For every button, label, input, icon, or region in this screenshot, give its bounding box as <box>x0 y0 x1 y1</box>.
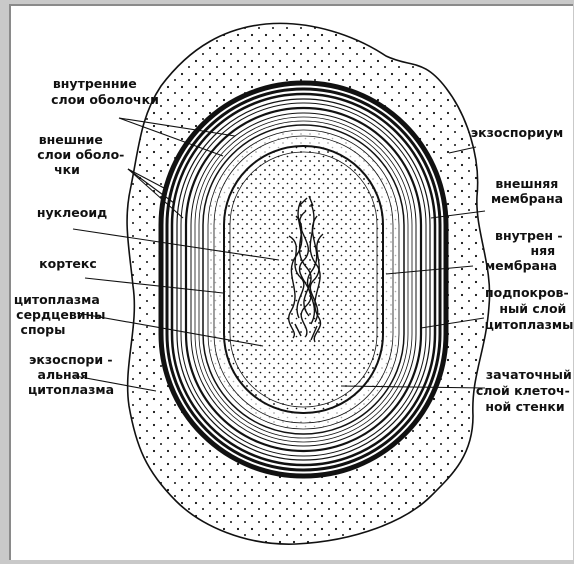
label-inner-coat-line1: внутренние <box>53 76 137 91</box>
label-germ-cell-wall-line2: слой клеточ- <box>476 383 570 398</box>
label-nucleoid: нуклеоид <box>37 205 107 220</box>
label-outer-coat-line2: слои оболо- <box>37 147 124 162</box>
label-inner-membrane-line2: няя <box>530 243 555 258</box>
label-core-cytoplasm-line2: сердцевины <box>16 307 105 322</box>
label-outer-membrane: внешняя мембрана <box>491 176 563 206</box>
label-subcoat-line2: ный слой <box>499 301 566 316</box>
label-inner-membrane-line1: внутрен - <box>495 228 563 243</box>
label-subcoat-cytoplasm: подпокров- ный слой цитоплазмы <box>485 285 573 332</box>
label-inner-coat-layers: внутренние слои оболочки <box>51 76 159 107</box>
label-core-cytoplasm: цитоплазма сердцевины споры <box>14 292 110 337</box>
label-exosporial-cytoplasm: экзоспори - альная цитоплазма <box>28 352 117 397</box>
spore-diagram: внутренние слои оболочки внешние слои об… <box>11 6 573 560</box>
label-exosporium: экзоспориум <box>471 125 563 140</box>
label-inner-membrane: внутрен - няя мембрана <box>485 228 567 273</box>
label-core-cytoplasm-line1: цитоплазма <box>14 292 100 307</box>
label-outer-coat-line1: внешние <box>39 132 103 147</box>
label-subcoat-line1: подпокров- <box>485 285 569 300</box>
label-germ-cell-wall-line1: зачаточный <box>486 367 572 382</box>
label-germ-cell-wall: зачаточный слой клеточ- ной стенки <box>476 367 573 414</box>
label-exosporial-line1: экзоспори - <box>29 352 113 367</box>
diagram-frame: внутренние слои оболочки внешние слои об… <box>9 4 573 560</box>
label-inner-membrane-line3: мембрана <box>485 258 557 273</box>
label-outer-membrane-line1: внешняя <box>495 176 558 191</box>
label-exosporial-line3: цитоплазма <box>28 382 114 397</box>
labels-right: экзоспориум внешняя мембрана внутрен - н… <box>471 125 573 414</box>
label-inner-coat-line2: слои оболочки <box>51 92 159 107</box>
label-outer-membrane-line2: мембрана <box>491 191 563 206</box>
label-outer-coat-layers: внешние слои оболо- чки <box>37 132 128 177</box>
label-germ-cell-wall-line3: ной стенки <box>485 399 564 414</box>
label-cortex: кортекс <box>39 256 97 271</box>
label-subcoat-line3: цитоплазмы <box>485 317 573 332</box>
label-core-cytoplasm-line3: споры <box>21 322 66 337</box>
label-exosporial-line2: альная <box>38 367 89 382</box>
label-outer-coat-line3: чки <box>54 162 80 177</box>
